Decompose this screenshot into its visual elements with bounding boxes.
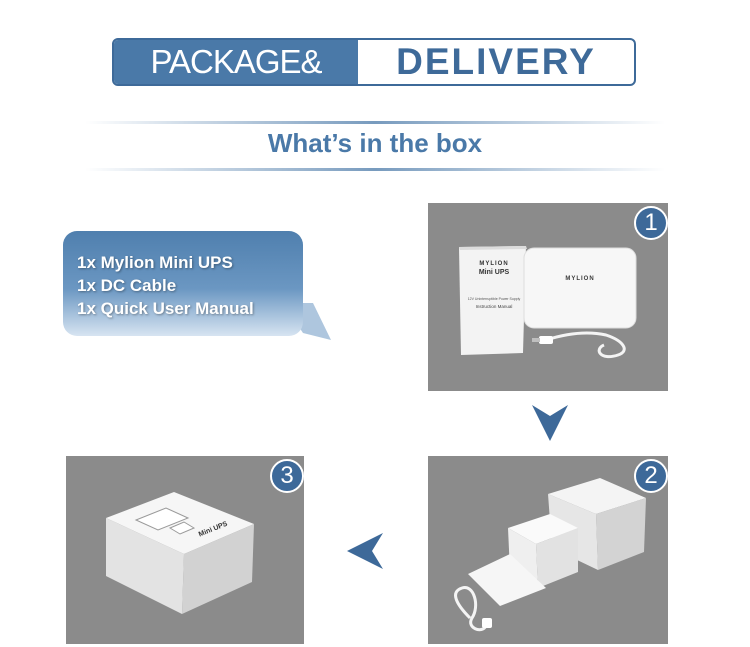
contents-item: 1x DC Cable bbox=[77, 276, 177, 295]
banner-package-text: PACKAGE& bbox=[114, 40, 358, 84]
device-logo: MYLION bbox=[565, 276, 595, 282]
photo-step-3-illustration bbox=[106, 492, 254, 614]
photo-step-2-illustration bbox=[454, 478, 646, 632]
subtitle-rule-bottom bbox=[85, 168, 665, 171]
contents-item: 1x Mylion Mini UPS bbox=[77, 253, 233, 272]
manual-subtitle-2: Instruction Manual bbox=[475, 304, 513, 309]
photo-step-1: MYLION Mini UPS 12V Uninterruptible Powe… bbox=[428, 203, 668, 391]
manual-subtitle: 12V Uninterruptible Power Supply bbox=[467, 297, 521, 301]
chevron-left-icon bbox=[347, 533, 383, 569]
bubble-body bbox=[63, 231, 303, 336]
step-badge-3: 3 bbox=[270, 459, 304, 493]
contents-bubble: 1x Mylion Mini UPS 1x DC Cable 1x Quick … bbox=[63, 231, 333, 343]
subtitle-rule-top bbox=[85, 121, 665, 124]
photo-step-1-illustration bbox=[459, 246, 637, 359]
contents-list: 1x Mylion Mini UPS 1x DC Cable 1x Quick … bbox=[77, 251, 254, 320]
manual-brand: MYLION bbox=[479, 261, 509, 267]
chevron-down-icon bbox=[532, 405, 568, 441]
photo-step-3: Mini UPS 3 bbox=[66, 456, 304, 644]
step-badge-1: 1 bbox=[634, 206, 668, 240]
manual-title: Mini UPS bbox=[478, 269, 510, 276]
photo-step-2: 2 bbox=[428, 456, 668, 644]
subtitle: What’s in the box bbox=[267, 128, 483, 158]
step-badge-2: 2 bbox=[634, 459, 668, 493]
title-banner: PACKAGE& DELIVERY bbox=[112, 38, 636, 86]
banner-delivery-text: DELIVERY bbox=[396, 41, 596, 82]
contents-item: 1x Quick User Manual bbox=[77, 299, 254, 318]
